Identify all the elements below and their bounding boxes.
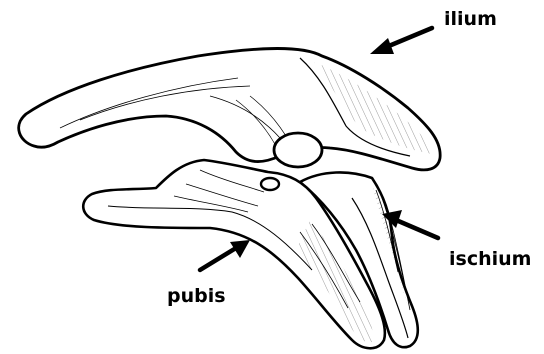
label-ilium: ilium xyxy=(444,10,497,29)
arrow-ilium xyxy=(370,28,432,54)
label-ischium: ischium xyxy=(449,250,531,269)
label-pubis: pubis xyxy=(167,287,226,306)
arrow-pubis xyxy=(200,240,250,270)
ilium-bone xyxy=(19,48,440,169)
